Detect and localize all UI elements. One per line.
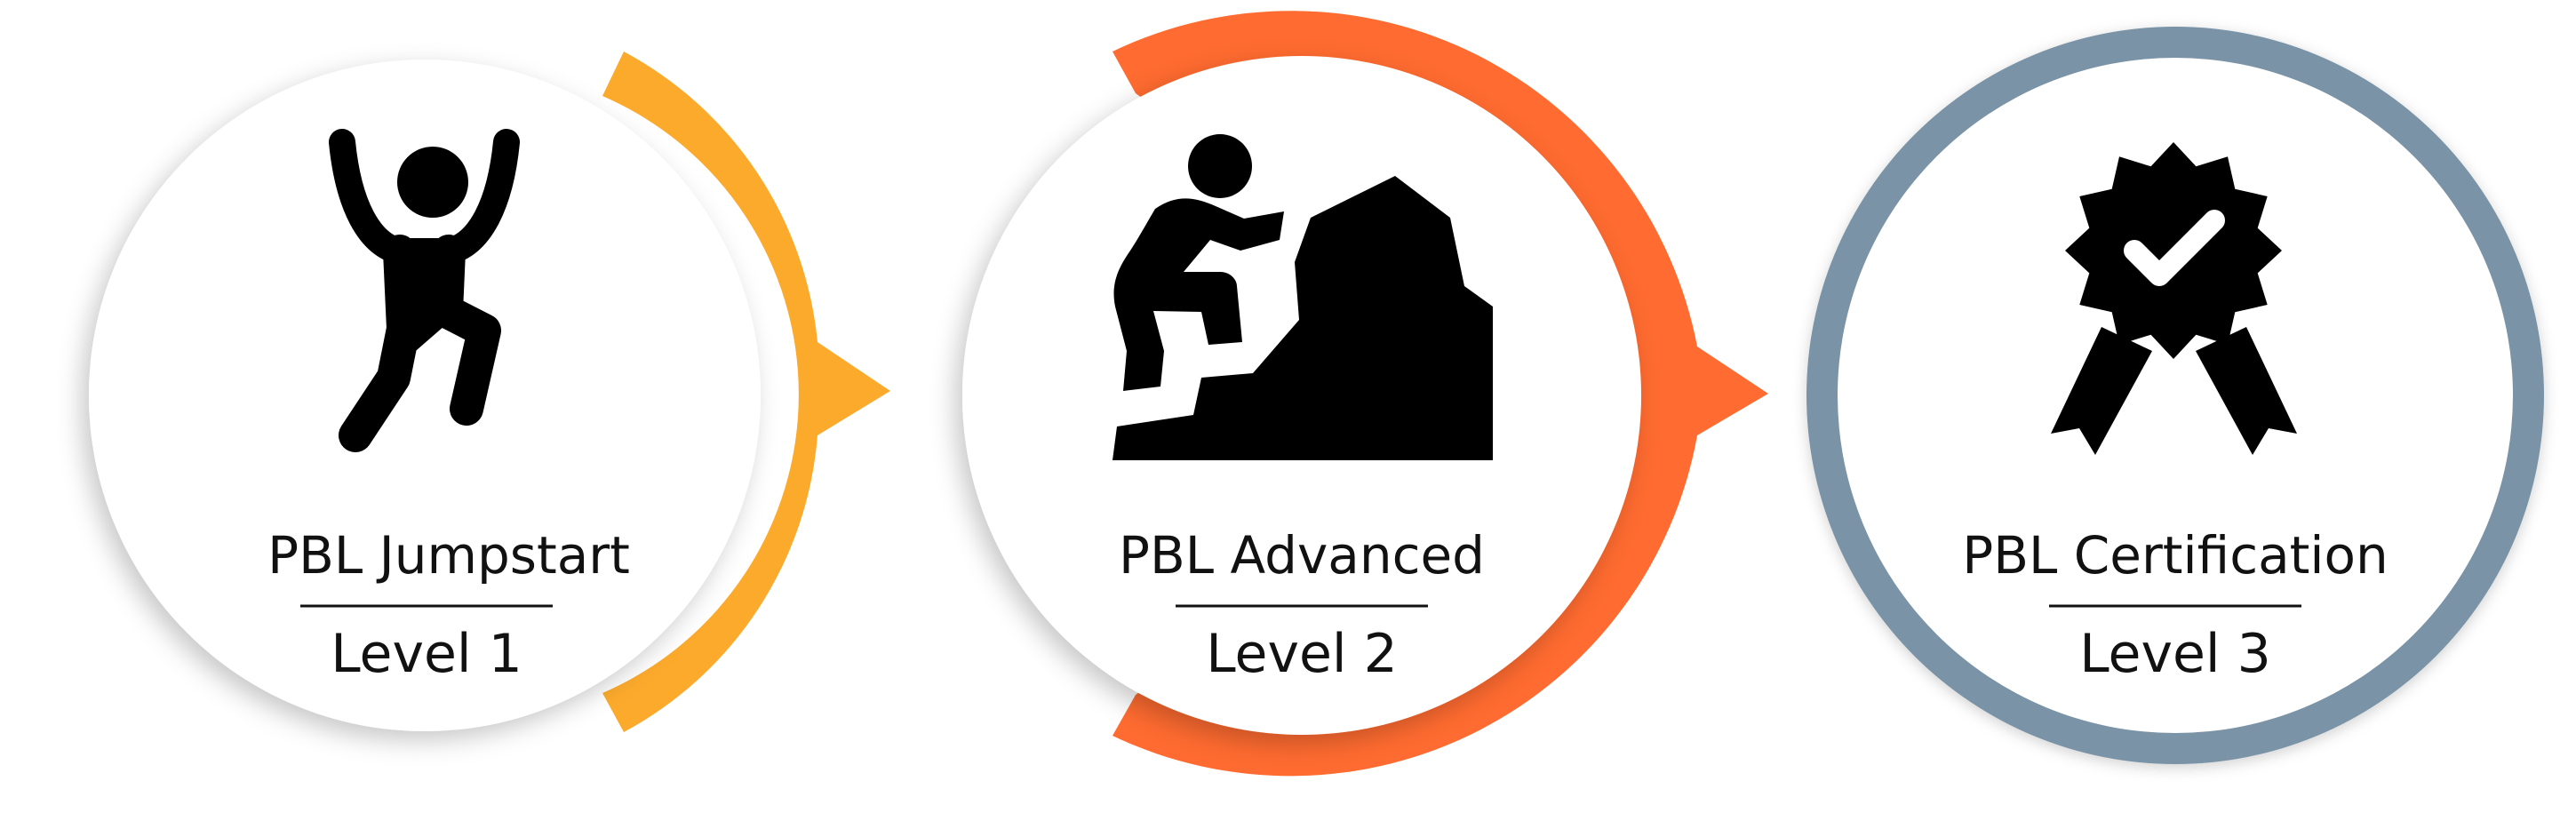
step-2: PBL Advanced Level 2 (962, 11, 1768, 777)
step-1: PBL Jumpstart Level 1 (89, 52, 890, 732)
award-badge-icon (2051, 142, 2297, 455)
level-1-card (89, 60, 761, 731)
level-1-label: Level 1 (331, 623, 522, 685)
step-3: PBL Certification Level 3 (1806, 27, 2544, 764)
level-3-label: Level 3 (2079, 623, 2271, 685)
level-2-title: PBL Advanced (1119, 525, 1485, 586)
jumping-person-icon (329, 129, 520, 452)
level-3-card (1838, 58, 2513, 733)
level-1-progress-arc (602, 52, 890, 732)
level-2-label: Level 2 (1206, 623, 1398, 685)
level-1-title: PBL Jumpstart (267, 525, 630, 586)
level-3-title: PBL Certification (1962, 525, 2388, 586)
climbing-person-icon (1113, 134, 1493, 460)
